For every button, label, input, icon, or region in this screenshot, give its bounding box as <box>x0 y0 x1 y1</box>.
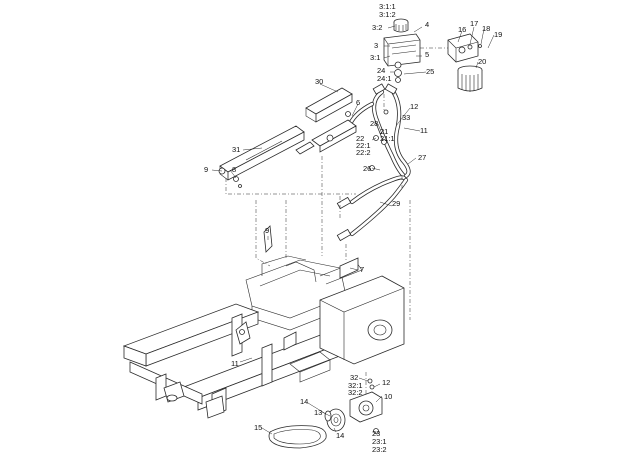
callout-20: 20 <box>478 57 487 66</box>
callout-24: 24 <box>377 66 386 75</box>
callout-19: 19 <box>494 30 503 39</box>
callout-3-2: 3:2 <box>372 23 383 32</box>
callout-25: 25 <box>426 67 435 76</box>
callout-32: 32 <box>350 373 359 382</box>
callout-23-2: 23:2 <box>372 445 387 454</box>
callout-11-lower: 11 <box>231 359 239 368</box>
callout-12-upper: 12 <box>410 102 419 111</box>
callout-29: 29 <box>392 199 401 208</box>
callout-16: 16 <box>458 25 467 34</box>
callout-4: 4 <box>425 20 430 29</box>
callout-3-1: 3:1 <box>370 53 381 62</box>
tank-cap <box>393 18 409 33</box>
callout-10: 10 <box>384 392 393 401</box>
callout-33: 33 <box>402 113 411 122</box>
callout-15: 15 <box>254 423 263 432</box>
callout-9-upper: 9 <box>204 165 209 174</box>
callout-23: 23 <box>372 429 381 438</box>
callout-23-1: 23:1 <box>372 437 387 446</box>
callout-7: 7 <box>360 265 365 274</box>
callout-27: 27 <box>418 153 427 162</box>
callout-12-lower: 12 <box>382 378 391 387</box>
callout-3: 3 <box>374 41 379 50</box>
washer-14 <box>324 410 332 422</box>
callout-22-1: 22:1 <box>356 141 371 150</box>
assembly-lines <box>225 47 448 410</box>
callout-17: 17 <box>470 19 479 28</box>
callout-13: 13 <box>314 408 323 417</box>
callout-18: 18 <box>482 24 491 33</box>
callout-26: 26 <box>363 164 372 173</box>
callout-14-lower: 14 <box>336 431 345 440</box>
hydraulic-tank <box>383 33 421 67</box>
tube-30 <box>305 87 353 123</box>
fitting-6 <box>295 111 357 155</box>
callout-6: 6 <box>356 98 361 107</box>
callout-22: 22 <box>356 134 365 143</box>
belt-15 <box>268 425 327 449</box>
hydraulic-hoses <box>347 87 411 237</box>
callout-28: 28 <box>370 119 379 128</box>
callout-21-1: 21:1 <box>380 134 395 143</box>
callout-21: 21 <box>380 127 389 136</box>
callout-3-1-2: 3:1:2 <box>379 10 396 19</box>
callout-32-1: 32:1 <box>348 381 363 390</box>
callout-31: 31 <box>232 145 241 154</box>
callout-24-1: 24:1 <box>377 74 392 83</box>
machine-frame <box>122 255 405 419</box>
callout-32-2: 32:2 <box>348 388 363 397</box>
filter-element <box>457 65 483 92</box>
callout-9-lower: 9 <box>265 226 270 235</box>
leader-lines <box>211 25 495 435</box>
tube-31 <box>219 125 305 181</box>
callout-8: 8 <box>232 165 237 174</box>
callout-22-2: 22:2 <box>356 148 371 157</box>
callout-3-1-1: 3:1:1 <box>379 2 396 11</box>
callout-30: 30 <box>315 77 324 86</box>
callout-14-left: 14 <box>300 397 309 406</box>
tank-fittings <box>394 61 402 83</box>
callout-5: 5 <box>425 50 430 59</box>
callout-11-upper: 11 <box>420 126 428 135</box>
filter-head <box>447 33 482 63</box>
